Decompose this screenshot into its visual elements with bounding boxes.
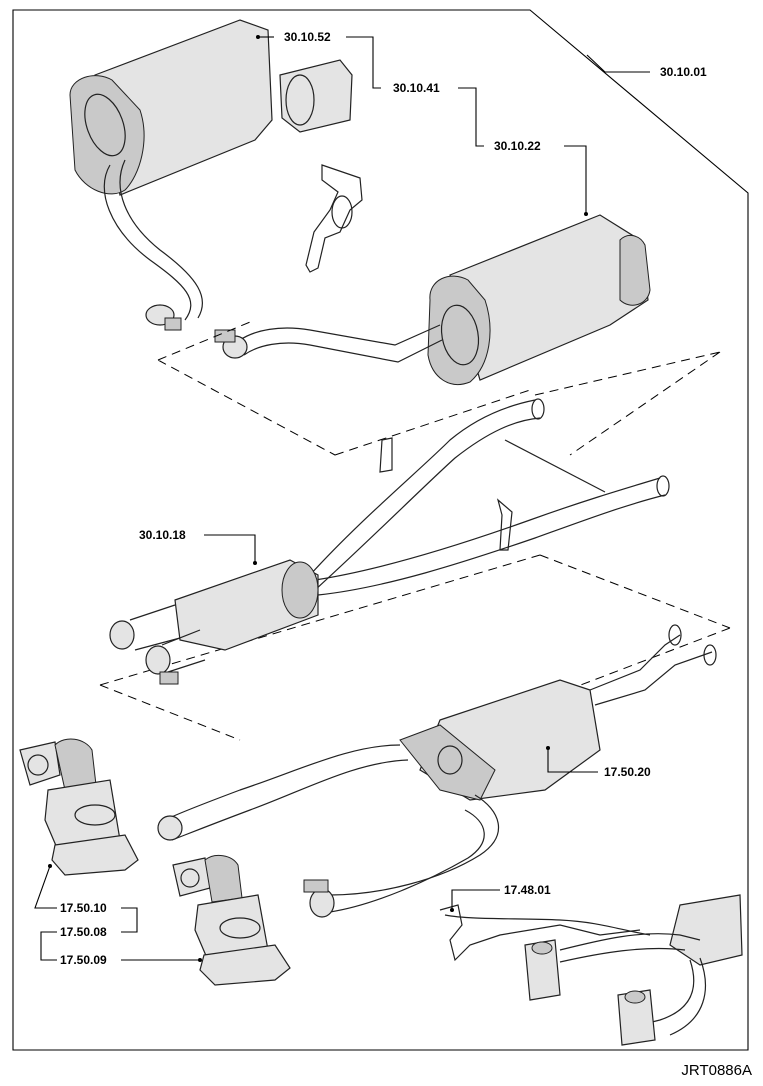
silencer-bracket-part[interactable] (305, 164, 363, 273)
assembly-guide-upper (157, 319, 721, 456)
dpf-assembly-part[interactable] (157, 624, 717, 918)
rear-silencer-part[interactable] (69, 19, 353, 331)
callout-30-10-01[interactable]: 30.10.01 (660, 65, 707, 79)
diagram-frame (12, 9, 749, 1051)
figure-id: JRT0886A (681, 1062, 752, 1079)
callout-30-10-22[interactable]: 30.10.22 (494, 139, 541, 153)
callout-30-10-52[interactable]: 30.10.52 (284, 30, 331, 44)
callout-17-50-09[interactable]: 17.50.09 (60, 953, 107, 967)
dpf-sensor-overview-part[interactable] (439, 894, 743, 1046)
catalyst-lower-part[interactable] (172, 854, 291, 986)
callout-17-48-01[interactable]: 17.48.01 (504, 883, 551, 897)
callout-17-50-08[interactable]: 17.50.08 (60, 925, 107, 939)
callout-30-10-18[interactable]: 30.10.18 (139, 528, 186, 542)
callout-30-10-41[interactable]: 30.10.41 (393, 81, 440, 95)
callout-17-50-10[interactable]: 17.50.10 (60, 901, 107, 915)
callout-17-50-20[interactable]: 17.50.20 (604, 765, 651, 779)
catalyst-upper-part[interactable] (19, 738, 139, 876)
leader-lines (34, 35, 650, 962)
assembly-guide-lower (99, 554, 731, 741)
front-resonator-pipe-part[interactable] (109, 398, 670, 685)
intermediate-silencer-part[interactable] (214, 214, 651, 385)
